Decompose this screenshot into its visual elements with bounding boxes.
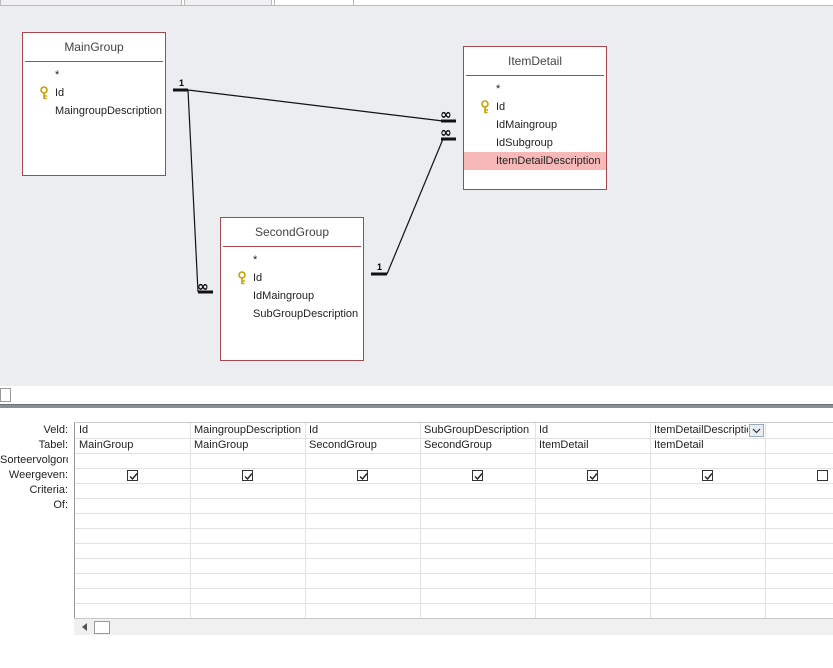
- grid-field-cell[interactable]: SubGroupDescription: [424, 424, 530, 436]
- field-label: Id: [55, 87, 65, 99]
- grid-sort-cell[interactable]: [420, 453, 535, 468]
- grid-table-cell[interactable]: ItemDetail: [654, 439, 704, 451]
- show-checkbox[interactable]: [587, 470, 598, 481]
- relationship-one-label: 1: [377, 262, 382, 272]
- pane-scroll-area: [0, 386, 833, 404]
- relationship-many-label: ∞: [440, 107, 452, 123]
- field-itemdetaildescription[interactable]: ItemDetailDescription: [464, 152, 606, 170]
- field-idmaingroup[interactable]: IdMaingroup: [253, 290, 315, 302]
- grid-table-cell[interactable]: [765, 438, 833, 453]
- show-checkbox[interactable]: [472, 470, 483, 481]
- grid-row-label: Veld:: [43, 424, 68, 436]
- field-all[interactable]: *: [55, 69, 60, 81]
- table-title[interactable]: MainGroup: [25, 33, 163, 62]
- grid-field-cell[interactable]: [765, 423, 833, 438]
- relationship-many-label: ∞: [440, 125, 452, 141]
- grid-sort-cell[interactable]: [75, 453, 190, 468]
- chevron-down-icon[interactable]: [749, 424, 764, 437]
- grid-table-cell[interactable]: SecondGroup: [424, 439, 492, 451]
- field-label: Id: [253, 272, 263, 284]
- grid-table-cell[interactable]: MainGroup: [194, 439, 249, 451]
- field-maingroupdescription[interactable]: MaingroupDescription: [55, 105, 162, 117]
- grid-table-cell[interactable]: ItemDetail: [539, 439, 589, 451]
- key-icon: [480, 100, 492, 114]
- grid-row-label: Weergeven:: [8, 469, 68, 481]
- field-id[interactable]: Id: [464, 98, 606, 116]
- grid-row-label: Tabel:: [38, 439, 68, 451]
- show-checkbox[interactable]: [242, 470, 253, 481]
- table-title[interactable]: SecondGroup: [223, 218, 361, 247]
- scroll-box[interactable]: [0, 388, 11, 402]
- grid-sort-cell[interactable]: [190, 453, 305, 468]
- grid-table-cell[interactable]: SecondGroup: [309, 439, 377, 451]
- query-design-grid[interactable]: Veld: Tabel: Sorteervolgorde: Weergeven: Cri…: [0, 408, 833, 668]
- show-checkbox[interactable]: [817, 470, 828, 481]
- field-id[interactable]: Id: [23, 84, 165, 102]
- show-checkbox[interactable]: [357, 470, 368, 481]
- field-list[interactable]: * Id IdMaingroup SubGroupDescription: [221, 247, 363, 323]
- field-label: Id: [496, 101, 506, 113]
- query-design-pane[interactable]: 1 ∞ ∞ ∞ 1 MainGroup * Id MaingroupDescri…: [0, 6, 833, 386]
- grid-field-cell[interactable]: ItemDetailDescription: [654, 424, 748, 436]
- table-title[interactable]: ItemDetail: [466, 47, 604, 76]
- field-all[interactable]: *: [253, 254, 258, 266]
- table-maingroup[interactable]: MainGroup * Id MaingroupDescription: [22, 32, 166, 176]
- field-idsubgroup[interactable]: IdSubgroup: [496, 137, 553, 149]
- relationship-many-label: ∞: [197, 279, 209, 295]
- relationship-line-secondgroup-itemdetail: [386, 138, 444, 275]
- grid-row-label: Criteria:: [29, 484, 68, 496]
- table-secondgroup[interactable]: SecondGroup * Id IdMaingroup SubGroupDes…: [220, 217, 364, 361]
- grid-field-cell[interactable]: Id: [539, 424, 549, 436]
- table-itemdetail[interactable]: ItemDetail * Id IdMaingroup IdSubgroup I…: [463, 46, 607, 190]
- field-subgroupdescription[interactable]: SubGroupDescription: [253, 308, 359, 320]
- grid-row-label: Of:: [53, 499, 68, 511]
- field-idmaingroup[interactable]: IdMaingroup: [496, 119, 558, 131]
- grid-sort-cell[interactable]: [535, 453, 650, 468]
- grid-field-cell[interactable]: MaingroupDescription: [194, 424, 301, 436]
- key-icon: [237, 271, 249, 285]
- field-id[interactable]: Id: [221, 269, 363, 287]
- relationship-line-maingroup-secondgroup: [187, 89, 199, 293]
- show-checkbox[interactable]: [702, 470, 713, 481]
- document-tab-active[interactable]: [274, 0, 354, 5]
- grid-field-cell[interactable]: Id: [79, 424, 89, 436]
- grid-field-cell[interactable]: Id: [309, 424, 319, 436]
- field-list[interactable]: * Id IdMaingroup IdSubgroup ItemDetailDe…: [464, 76, 606, 170]
- grid-sort-cell[interactable]: [765, 453, 833, 468]
- grid-sort-cell[interactable]: [305, 453, 420, 468]
- document-tab-strip: [0, 0, 833, 6]
- grid-sort-cell[interactable]: [650, 453, 765, 468]
- relationship-lines: 1 ∞ ∞ ∞ 1: [173, 78, 456, 295]
- scrollbar-thumb[interactable]: [94, 621, 110, 634]
- field-list[interactable]: * Id MaingroupDescription: [23, 62, 165, 120]
- arrow-left-icon[interactable]: [78, 621, 92, 633]
- show-checkbox[interactable]: [127, 470, 138, 481]
- pane-splitter[interactable]: [0, 404, 833, 409]
- horizontal-scrollbar[interactable]: [74, 618, 833, 635]
- key-icon: [39, 86, 51, 100]
- field-all[interactable]: *: [496, 83, 501, 95]
- relationship-one-label: 1: [179, 78, 184, 88]
- grid-row-label: Sorteervolgorde:: [0, 454, 68, 466]
- relationship-line-maingroup-itemdetail: [187, 89, 444, 122]
- grid-table-cell[interactable]: MainGroup: [79, 439, 134, 451]
